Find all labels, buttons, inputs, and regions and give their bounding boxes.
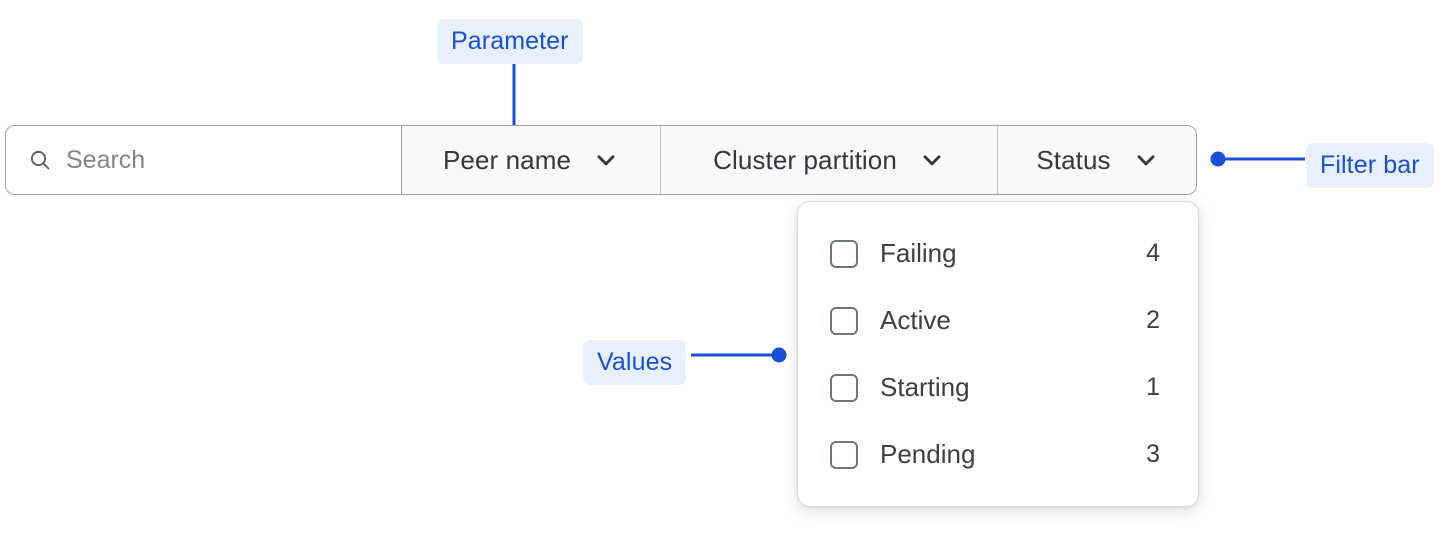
dropdown-option-active[interactable]: Active 2 <box>798 291 1198 351</box>
checkbox-starting[interactable] <box>830 373 858 402</box>
dropdown-option-label: Pending <box>880 439 976 469</box>
filter-bar: Peer name Cluster partition Status <box>5 125 1197 195</box>
search-icon <box>30 150 50 170</box>
dropdown-option-count: 1 <box>1146 373 1160 401</box>
chevron-down-icon <box>1137 155 1155 166</box>
chevron-down-icon <box>923 155 941 166</box>
dropdown-option-failing[interactable]: Failing 4 <box>798 224 1198 284</box>
annotation-label-parameter: Parameter <box>437 19 583 64</box>
dropdown-option-count: 3 <box>1146 440 1160 468</box>
dropdown-option-count: 2 <box>1146 306 1160 334</box>
search-field[interactable] <box>6 126 402 194</box>
dropdown-option-pending[interactable]: Pending 3 <box>798 425 1198 485</box>
checkbox-pending[interactable] <box>830 440 858 469</box>
filter-dropdown-cluster-partition[interactable]: Cluster partition <box>661 126 998 194</box>
dropdown-option-starting[interactable]: Starting 1 <box>798 358 1198 418</box>
checkbox-active[interactable] <box>830 306 858 335</box>
connector-dot-filterbar <box>1210 151 1226 167</box>
checkbox-failing[interactable] <box>830 239 858 268</box>
annotation-label-values: Values <box>583 340 687 385</box>
dropdown-option-count: 4 <box>1146 239 1160 267</box>
status-dropdown-panel: Failing 4 Active 2 Starting 1 Pending 3 <box>797 201 1199 507</box>
search-input[interactable] <box>66 145 379 175</box>
filter-dropdown-peer-name-label: Peer name <box>442 144 572 175</box>
filter-dropdown-peer-name[interactable]: Peer name <box>402 126 661 194</box>
dropdown-option-label: Failing <box>880 238 957 268</box>
filter-dropdown-status[interactable]: Status <box>998 126 1196 194</box>
filter-dropdown-status-label: Status <box>1036 144 1111 175</box>
dropdown-option-label: Starting <box>880 372 970 402</box>
annotation-label-filter-bar: Filter bar <box>1306 143 1434 188</box>
chevron-down-icon <box>597 155 615 166</box>
dropdown-option-label: Active <box>880 305 951 335</box>
connector-dot-values <box>771 347 787 363</box>
filter-dropdown-cluster-partition-label: Cluster partition <box>713 144 897 175</box>
